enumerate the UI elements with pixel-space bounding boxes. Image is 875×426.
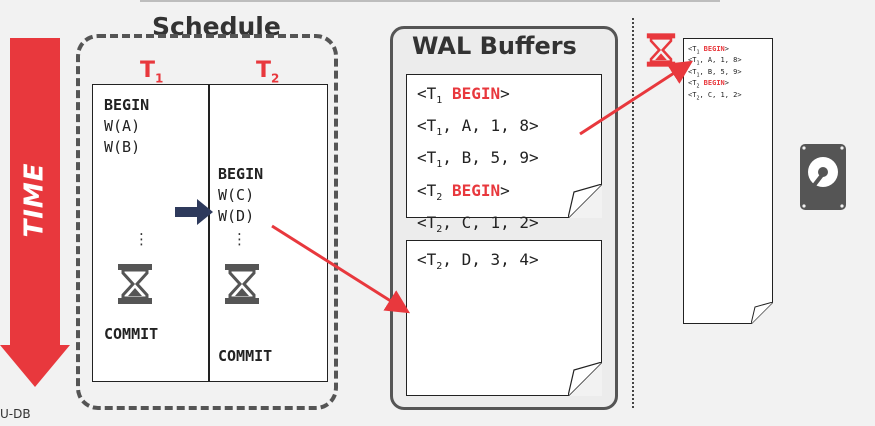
log-record-red: BEGIN <box>703 79 725 88</box>
log-record-sub: 2 <box>436 261 443 273</box>
log-record-pre: <T <box>417 250 437 269</box>
log-record: <T1 BEGIN> <box>417 81 539 113</box>
log-record-mid: , A, 1, 8> <box>442 116 539 136</box>
wal-page-1: <T1 BEGIN><T1, A, 1, 8><T1, B, 5, 9><T2 … <box>406 74 602 235</box>
t1-commit: COMMIT <box>104 325 159 343</box>
log-record-sub: 1 <box>696 72 700 79</box>
memory-disk-divider <box>632 18 634 408</box>
log-record-mid: , A, 1, 8> <box>699 56 742 65</box>
footer-logo-text: U-DB <box>0 407 31 421</box>
schedule-column-divider <box>208 84 210 382</box>
wal-page-1-records: <T1 BEGIN><T1, A, 1, 8><T1, B, 5, 9><T2 … <box>417 81 539 242</box>
page-fold-icon <box>568 362 602 396</box>
log-record: <T1, A, 1, 8> <box>688 56 742 67</box>
t1-header: T1 <box>140 58 164 86</box>
log-record-sub: 1 <box>696 49 700 56</box>
log-record-post: > <box>724 79 729 88</box>
log-record-sub: 1 <box>436 95 443 107</box>
wal-page-2-records: <T2, D, 3, 4> <box>417 247 539 279</box>
log-record-sub: 2 <box>696 94 700 101</box>
t2-write-d: W(D) <box>218 207 255 225</box>
t2-write-c: W(C) <box>218 186 255 204</box>
time-arrow-shaft <box>10 38 60 348</box>
hourglass-icon <box>646 33 676 67</box>
log-record-post: > <box>500 84 510 103</box>
time-arrow-head <box>0 345 70 387</box>
log-record-pre: <T <box>417 84 437 103</box>
t1-begin: BEGIN <box>104 96 150 114</box>
hourglass-icon <box>118 264 152 304</box>
log-record-sub: 2 <box>436 223 443 235</box>
disk-log-records: <T1 BEGIN><T1, A, 1, 8><T1, B, 5, 9><T2 … <box>688 45 742 102</box>
hourglass-icon <box>225 264 259 304</box>
cursor-arrow-icon <box>175 199 213 225</box>
wal-page-2: <T2, D, 3, 4> <box>406 240 602 396</box>
schedule-frame <box>76 34 338 410</box>
log-record-mid: , C, 1, 2> <box>699 90 742 99</box>
log-record-pre: <T <box>688 90 697 99</box>
header-divider <box>140 0 720 2</box>
t2-header: T2 <box>256 58 280 86</box>
log-record-pre: <T <box>688 45 697 53</box>
log-record-mid: , B, 5, 9> <box>699 67 742 76</box>
log-record: <T1, B, 5, 9> <box>688 68 742 79</box>
log-record: <T1 BEGIN> <box>688 45 742 56</box>
log-record-sub: 2 <box>436 191 443 203</box>
disk-icon <box>800 144 846 210</box>
log-record-pre: <T <box>688 56 697 65</box>
wal-buffers-title: WAL Buffers <box>412 32 577 60</box>
log-record-mid: , D, 3, 4> <box>442 250 539 269</box>
t2-begin: BEGIN <box>218 165 264 183</box>
log-record: <T2, D, 3, 4> <box>417 247 539 279</box>
log-record-post: > <box>500 180 510 200</box>
log-record-red: BEGIN <box>703 45 725 53</box>
log-record-pre: <T <box>417 212 437 232</box>
t1-write-b: W(B) <box>104 138 141 156</box>
log-record-pre: <T <box>417 148 437 168</box>
log-record-red: BEGIN <box>451 84 501 103</box>
log-record-mid: , B, 5, 9> <box>442 148 539 168</box>
disk-log-page: <T1 BEGIN><T1, A, 1, 8><T1, B, 5, 9><T2 … <box>683 38 773 324</box>
t1-write-a: W(A) <box>104 117 141 135</box>
page-fold-icon <box>751 302 773 324</box>
log-record-pre: <T <box>417 180 437 200</box>
log-record: <T1, A, 1, 8> <box>417 113 539 145</box>
log-record: <T1, B, 5, 9> <box>417 145 539 177</box>
t1-ellipsis: ⋮ <box>134 230 149 248</box>
log-record: <T2 BEGIN> <box>417 178 539 210</box>
log-record-mid: , C, 1, 2> <box>442 212 539 232</box>
log-record-pre: <T <box>417 116 437 136</box>
log-record-sub: 2 <box>696 83 700 90</box>
log-record-sub: 1 <box>436 127 443 139</box>
log-record: <T2, C, 1, 2> <box>688 91 742 102</box>
log-record-mid <box>442 181 452 200</box>
page-fold-icon <box>568 184 602 218</box>
log-record-red: BEGIN <box>451 180 501 200</box>
time-label: TIME <box>20 162 51 238</box>
log-record: <T2 BEGIN> <box>688 79 742 90</box>
log-record-mid <box>442 84 452 103</box>
log-record: <T2, C, 1, 2> <box>417 210 539 242</box>
t2-ellipsis: ⋮ <box>232 230 247 248</box>
log-record-post: > <box>724 45 729 53</box>
t2-commit: COMMIT <box>218 347 273 365</box>
log-record-sub: 1 <box>696 60 700 67</box>
log-record-sub: 1 <box>436 159 443 171</box>
